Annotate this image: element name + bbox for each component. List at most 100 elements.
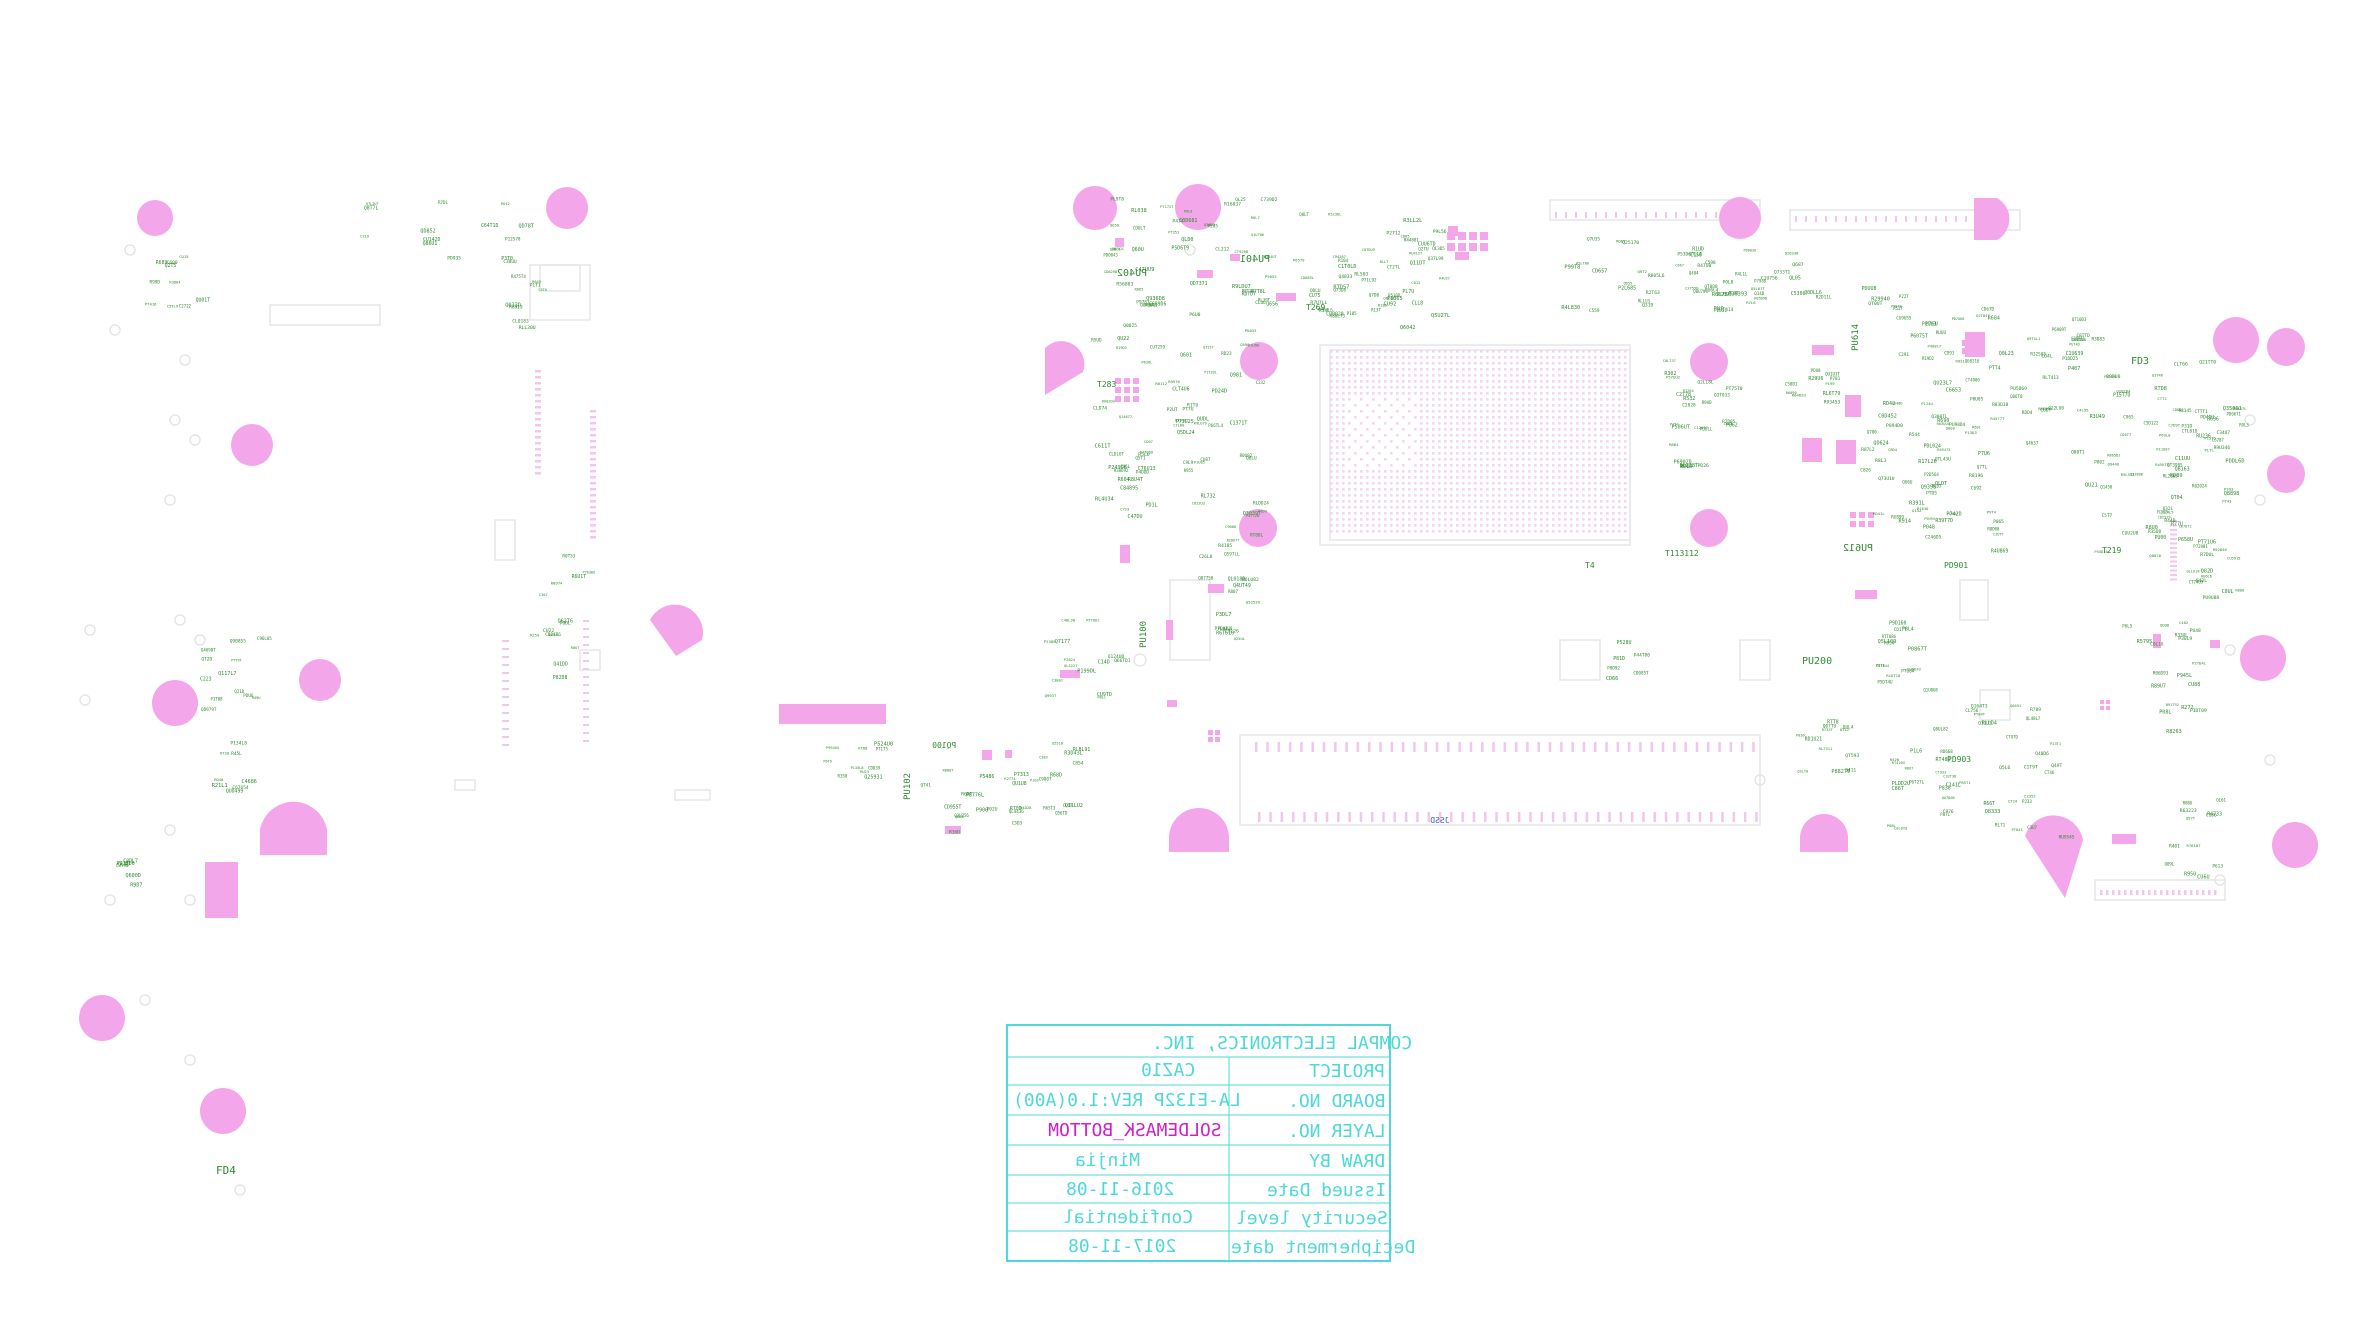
connector-pad: [2142, 890, 2145, 895]
bga-pad: [1426, 458, 1429, 461]
bga-pad: [1450, 392, 1453, 395]
bga-pad: [1432, 380, 1435, 383]
bga-pad: [1420, 440, 1423, 443]
bga-pad: [1366, 386, 1369, 389]
pad: [1962, 340, 1968, 346]
bga-pad: [1564, 452, 1567, 455]
bga-pad: [1618, 350, 1621, 353]
bga-pad: [1360, 398, 1363, 401]
title-value-project: CAZ10: [1141, 1060, 1195, 1081]
ref-designator: P4T0DU: [1140, 451, 1153, 455]
bga-pad: [1504, 386, 1507, 389]
bga-pad: [1612, 374, 1615, 377]
ref-designator: P9L0: [1184, 210, 1193, 214]
label-pu100: PU100: [1139, 621, 1149, 648]
bga-pad: [1366, 530, 1369, 533]
bga-pad: [1540, 428, 1543, 431]
bga-pad: [1600, 428, 1603, 431]
bga-pad: [1342, 440, 1345, 443]
ref-designator: RL39T: [1258, 297, 1271, 302]
bga-pad: [1438, 494, 1441, 497]
bga-pad: [1366, 494, 1369, 497]
bga-pad: [1450, 368, 1453, 371]
bga-pad: [1450, 482, 1453, 485]
ref-designator: QUL4: [1843, 725, 1854, 731]
bga-pad: [1546, 350, 1549, 353]
bga-pad: [1564, 368, 1567, 371]
bga-pad: [1360, 386, 1363, 389]
bga-pad: [1570, 530, 1573, 533]
bga-pad: [1354, 512, 1357, 515]
bga-pad: [1384, 356, 1387, 359]
ref-designator: QD55: [1624, 282, 1633, 286]
bga-pad: [1540, 410, 1543, 413]
bga-pad: [1618, 428, 1621, 431]
bga-pad: [1384, 524, 1387, 527]
bga-pad: [1546, 530, 1549, 533]
bga-pad: [1600, 500, 1603, 503]
ref-designator: CLT4U6: [1172, 387, 1189, 393]
bga-pad: [1414, 464, 1417, 467]
bga-pad: [1474, 368, 1477, 371]
ref-designator: RL8L91: [1073, 747, 1090, 753]
bga-pad: [1522, 488, 1525, 491]
connector-pad: [535, 466, 541, 469]
bga-pad: [1480, 458, 1483, 461]
bga-pad: [1366, 356, 1369, 359]
bga-pad: [1402, 416, 1405, 419]
ref-designator: PD878: [1891, 305, 1902, 309]
ref-designator: R689: [156, 260, 168, 266]
connector-pad: [1661, 742, 1665, 752]
ref-designator: R69L: [1972, 425, 1982, 429]
ref-designator: PU9U88: [2203, 595, 2220, 601]
bga-pad: [1342, 452, 1345, 455]
bga-pad: [1462, 464, 1465, 467]
ref-designator: P0L8: [1723, 279, 1734, 285]
bga-pad: [1516, 530, 1519, 533]
bga-pad: [1546, 422, 1549, 425]
bga-pad: [1600, 470, 1603, 473]
connector-pad: [1325, 812, 1329, 822]
ref-designator: RU899: [1891, 515, 1904, 520]
ref-designator: CU88: [2188, 682, 2200, 688]
ref-designator: CT2TL: [1387, 264, 1401, 270]
ref-designator: C1T0LD: [1338, 264, 1356, 270]
connector-pad: [1715, 212, 1717, 218]
bga-pad: [1420, 446, 1423, 449]
ref-designator: R8919: [509, 305, 523, 311]
bga-pad: [1546, 380, 1549, 383]
bga-pad: [1510, 482, 1513, 485]
bga-pad: [1582, 386, 1585, 389]
bga-pad: [1456, 422, 1459, 425]
board-outline-features: [79, 199, 2276, 1196]
bga-pad: [1420, 422, 1423, 425]
ref-designator: C00020: [1326, 311, 1343, 317]
bga-pad: [1582, 458, 1585, 461]
bga-pad: [1402, 440, 1405, 443]
bga-pad: [1486, 404, 1489, 407]
bga-pad: [1342, 530, 1345, 533]
connector-pad: [2170, 551, 2177, 554]
bga-pad: [1366, 392, 1369, 395]
bga-pad: [1462, 494, 1465, 497]
connector-pad: [1424, 742, 1427, 752]
bga-pad: [1366, 440, 1369, 443]
bga-pad: [1474, 458, 1477, 461]
bga-pad: [1492, 398, 1495, 401]
bga-pad: [1624, 440, 1627, 443]
bga-pad: [1600, 422, 1603, 425]
bga-pad: [1588, 524, 1591, 527]
ref-designator: Q6D234: [2072, 337, 2086, 342]
connector-pad: [2170, 542, 2177, 545]
bga-pad: [1426, 440, 1429, 443]
connector-pad: [1885, 216, 1887, 222]
connector-pad: [2196, 890, 2199, 895]
ref-designator: QT3985: [2167, 463, 2183, 469]
bga-pad: [1360, 476, 1363, 479]
ref-designator: Q26338: [1785, 250, 1799, 255]
bga-pad: [1540, 488, 1543, 491]
bga-pad: [1618, 506, 1621, 509]
ref-designator: Q62T6: [558, 618, 573, 624]
pad-opening: [1230, 254, 1240, 261]
bga-pad: [1582, 500, 1585, 503]
